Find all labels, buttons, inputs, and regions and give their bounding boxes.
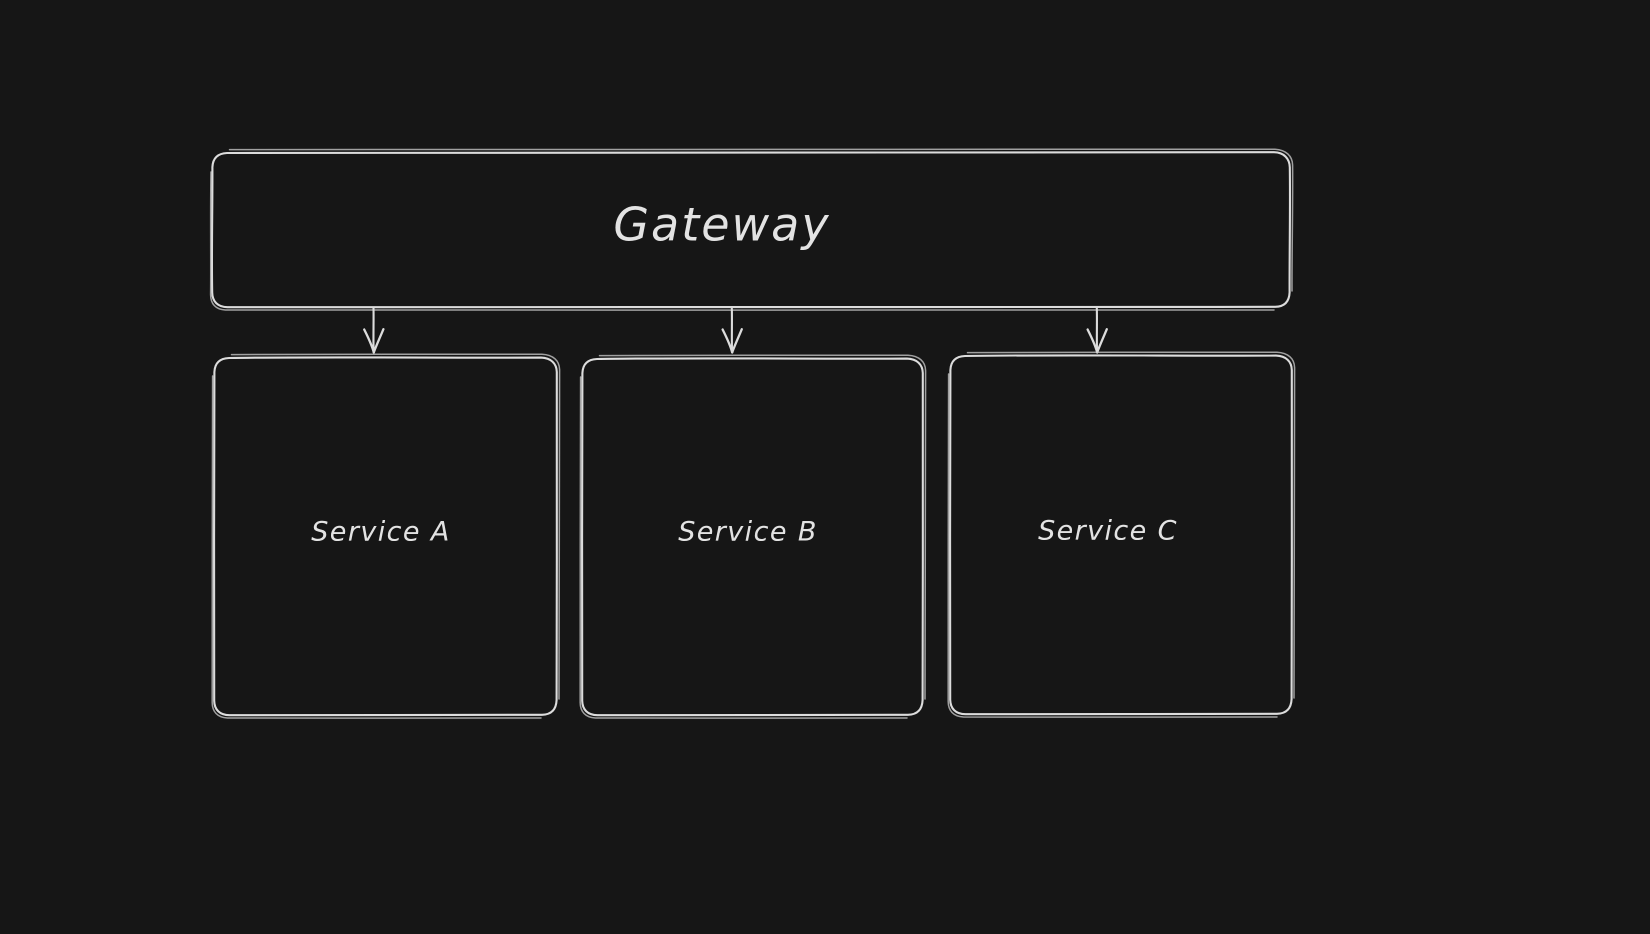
- edge-gateway-service-a-arrowhead-right: [372, 328, 385, 354]
- node-service-b-label: Service B: [678, 517, 818, 548]
- node-service-b-outline-sketch: [579, 354, 927, 719]
- node-service-c[interactable]: Service C: [947, 351, 1296, 718]
- edge-gateway-service-c-arrowhead-right: [1096, 328, 1108, 354]
- node-gateway-fill: [212, 152, 1290, 307]
- node-service-b-fill: [582, 358, 923, 715]
- edge-gateway-service-c[interactable]: [1086, 306, 1108, 354]
- node-service-a[interactable]: Service A: [211, 353, 561, 719]
- node-service-a-fill: [214, 357, 557, 715]
- node-gateway-outline-sketch: [209, 148, 1294, 311]
- edge-gateway-service-a-arrowhead-left: [363, 328, 375, 354]
- node-gateway-outline: [210, 151, 1292, 309]
- node-service-a-outline: [212, 356, 559, 717]
- node-service-c-outline-sketch: [947, 351, 1296, 718]
- edge-gateway-service-b[interactable]: [721, 306, 743, 354]
- node-service-b[interactable]: Service B: [579, 354, 927, 719]
- node-service-a-label: Service A: [311, 517, 450, 548]
- node-gateway[interactable]: Gateway: [209, 148, 1294, 311]
- edge-gateway-service-c-arrowhead-left: [1086, 328, 1099, 354]
- edge-gateway-service-a[interactable]: [363, 306, 385, 354]
- node-gateway-label: Gateway: [613, 198, 830, 252]
- node-service-a-outline-sketch: [211, 353, 561, 719]
- edge-gateway-service-b-arrowhead-right: [731, 328, 743, 354]
- node-service-b-outline: [580, 357, 925, 717]
- edge-gateway-service-b-arrowhead-left: [721, 328, 734, 354]
- node-service-c-label: Service C: [1038, 516, 1178, 547]
- node-service-c-outline: [948, 354, 1294, 716]
- node-service-c-fill: [950, 355, 1292, 714]
